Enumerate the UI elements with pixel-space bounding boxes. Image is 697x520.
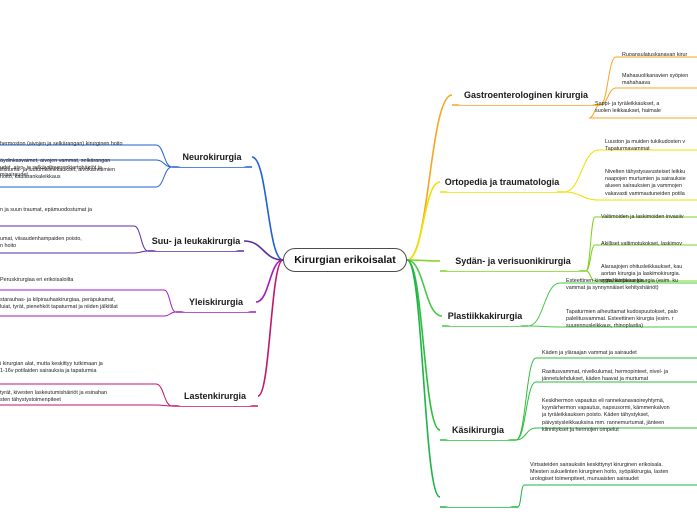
leaf-connector-gastro-0 <box>599 56 617 106</box>
leaf-connector-sydan-2 <box>585 270 596 282</box>
leaf-connector-sydan-1 <box>585 244 596 272</box>
leaf-connector-bottom-0 <box>517 484 525 508</box>
leaf-text-sydan-2[interactable]: Alaraajojen ohitusleikkaukset, kau aorta… <box>601 264 683 285</box>
leaf-connector-gastro-1 <box>599 87 617 106</box>
connector-yleis <box>255 259 284 303</box>
leaf-text-gastro-1[interactable]: Mahasuolikanavien syöpien mahahaava <box>622 73 689 87</box>
leaf-text-orto-0[interactable]: Luuston ja muiden tukikudosten v Tapatur… <box>605 139 686 153</box>
leaf-text-neuro-1[interactable]: äydinkasvaimet, aivojen vammat, selkäran… <box>0 158 111 179</box>
leaf-text-yleis-0[interactable]: Peruskirurgiaa eri erikoisaloilta <box>0 277 74 283</box>
leaf-text-lasten-1[interactable]: tyrät, kivesten laskeutumishäiriöt ja es… <box>0 390 107 404</box>
leaf-connector-kasi-0 <box>515 357 537 441</box>
leaf-text-gastro-2[interactable]: Sappi- ja tyräleikkaukset, a suolen leik… <box>595 101 661 115</box>
connector-plast <box>406 259 443 317</box>
leaf-connector-orto-0 <box>563 149 600 193</box>
leaf-text-yleis-1[interactable]: starauhas- ja kilpirauhaskirurgiaa, perä… <box>0 297 118 311</box>
leaf-text-plast-0[interactable]: Esteettinen kirurgia, korjaava kirurgia … <box>566 278 679 292</box>
leaf-text-kasi-2[interactable]: Keskihermon vapautus eli rannekanavaoire… <box>542 398 670 433</box>
connector-suu <box>243 240 284 261</box>
leaf-connector-lasten-0 <box>155 383 173 407</box>
leaf-connector-sydan-0 <box>585 216 596 272</box>
branch-suu[interactable]: Suu- ja leukakirurgia <box>148 231 244 251</box>
leaf-text-sydan-0[interactable]: Valtimoiden ja laskimoiden invasiiv <box>601 214 684 220</box>
leaf-connector-lasten-1 <box>155 404 173 407</box>
leaf-text-kasi-0[interactable]: Käden ja yläraajan vammat ja sairaudet <box>542 350 637 356</box>
leaf-connector-suu-1 <box>133 250 149 254</box>
leaf-connector-yleis-0 <box>163 289 177 313</box>
leaf-text-orto-1[interactable]: Nivelten tähystysavusteiset leikku naapo… <box>605 169 686 197</box>
leaf-text-gastro-0[interactable]: Ruoansulatuskanavan kirur <box>622 52 688 58</box>
branch-gastro[interactable]: Gastroenterologinen kirurgia <box>452 85 600 105</box>
branch-yleis[interactable]: Yleiskirurgia <box>176 292 256 312</box>
connector-kasi <box>406 259 441 431</box>
leaf-connector-kasi-2 <box>515 427 537 441</box>
branch-plast[interactable]: Plastiikkakirurgia <box>442 306 528 326</box>
branch-sydan[interactable]: Sydän- ja verisuonikirurgia <box>440 251 586 271</box>
leaf-text-neuro-2[interactable]: illistuma- ja luutumisleikkaukset, aivok… <box>0 167 116 181</box>
connector-lasten <box>257 259 284 397</box>
branch-neuro[interactable]: Neurokirurgia <box>172 147 252 167</box>
leaf-text-bottom-0[interactable]: Virtsateiden sairauksiin keskittynyt kir… <box>530 462 669 483</box>
leaf-connector-plast-0 <box>527 282 561 327</box>
connector-sydan <box>406 259 441 262</box>
branch-lasten[interactable]: Lastenkirurgia <box>172 386 258 406</box>
leaf-text-neuro-0[interactable]: hermoston (aivojen ja selkärangan) kirur… <box>0 141 123 147</box>
leaf-text-plast-1[interactable]: Tapaturmien aiheuttamat kudospuutokset, … <box>566 309 678 330</box>
leaf-connector-neuro-2 <box>155 166 173 188</box>
leaf-connector-orto-1 <box>563 191 600 201</box>
leaf-connector-kasi-1 <box>515 381 537 441</box>
central-topic[interactable]: Kirurgian erikoisalat <box>283 248 407 272</box>
leaf-text-kasi-1[interactable]: Rasitusvammat, nivelkulumat, hermopintee… <box>542 369 669 383</box>
branch-orto[interactable]: Ortopedia ja traumatologia <box>440 172 564 192</box>
leaf-connector-suu-0 <box>133 225 149 252</box>
leaf-connector-yleis-1 <box>163 311 177 317</box>
leaf-text-sydan-1[interactable]: Äkilliset valtimotukokset, laskimov <box>601 241 682 247</box>
branch-bottom[interactable] <box>440 487 518 507</box>
leaf-text-suu-1[interactable]: umat, viisaudenhampaiden poisto, n hoito <box>0 236 82 250</box>
branch-kasi[interactable]: Käsikirurgia <box>440 420 516 440</box>
connector-bottom <box>406 259 441 498</box>
leaf-connector-neuro-1 <box>155 159 173 168</box>
leaf-text-suu-0[interactable]: n ja suun traumat, epämuodostumat ja <box>0 207 92 213</box>
connector-orto <box>406 181 441 261</box>
leaf-text-lasten-0[interactable]: i kirurgian alat, mutta keskittyy tutkim… <box>0 361 103 375</box>
leaf-connector-plast-1 <box>527 325 561 328</box>
connector-neuro <box>251 156 284 261</box>
